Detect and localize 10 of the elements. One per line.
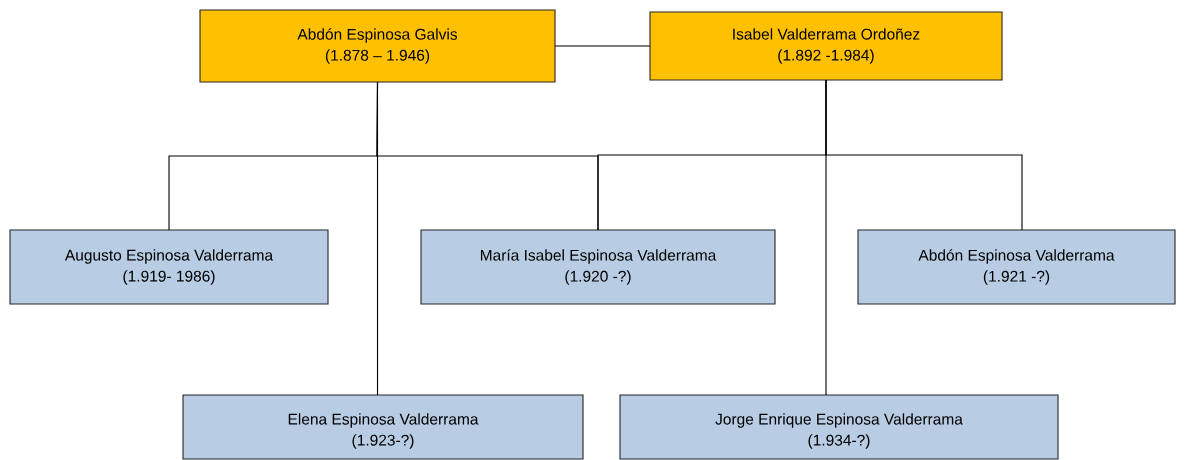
connector-line	[825, 79, 827, 396]
person-box: Abdón Espinosa Valderrama (1.921 -?)	[857, 229, 1176, 305]
connector-line	[376, 81, 379, 396]
person-box: Elena Espinosa Valderrama (1.923-?)	[182, 394, 584, 460]
person-box: Jorge Enrique Espinosa Valderrama (1.934-?)	[619, 394, 1059, 460]
person-box: Augusto Espinosa Valderrama (1.919- 1986)	[9, 229, 329, 305]
person-box: Isabel Valderrama Ordoñez (1.892 -1.984)	[649, 11, 1003, 81]
person-box: Abdón Espinosa Galvis (1.878 – 1.946)	[199, 9, 556, 83]
connector-line	[554, 45, 651, 47]
person-box: María Isabel Espinosa Valderrama (1.920 -?)	[420, 229, 776, 305]
